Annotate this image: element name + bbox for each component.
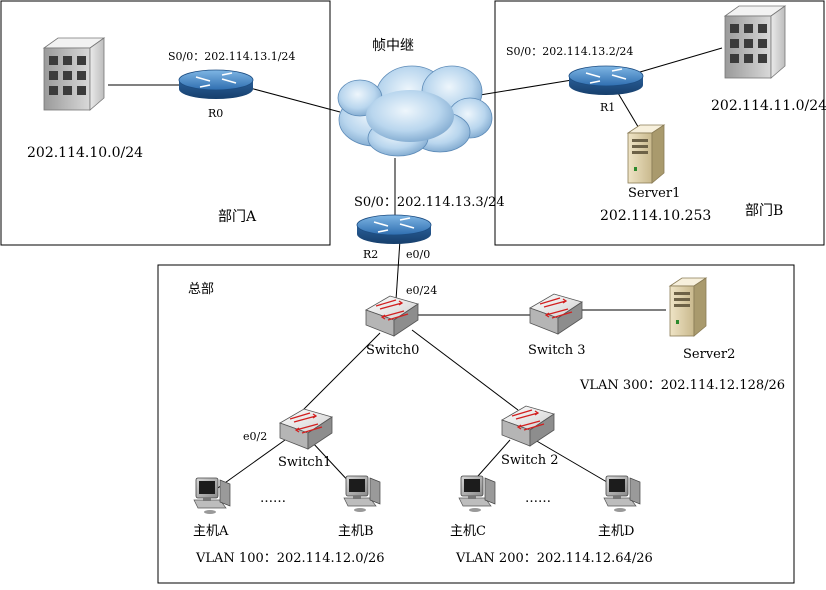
switch1-name-label: Switch1 <box>278 455 331 470</box>
link-switch2-hostd <box>534 439 613 486</box>
router-r2-icon[interactable] <box>356 214 432 245</box>
vlan300-label: VLAN 300：202.114.12.128/26 <box>579 378 785 393</box>
server1-name-label: Server1 <box>628 186 680 201</box>
host-b-label: 主机B <box>338 524 374 539</box>
server1-icon[interactable] <box>627 124 665 184</box>
dept-b-frame <box>494 0 825 246</box>
switch0-port-label: e0/24 <box>406 284 437 297</box>
host-d-label: 主机D <box>598 524 634 539</box>
vlan100-label: VLAN 100：202.114.12.0/26 <box>195 551 385 566</box>
links <box>108 47 723 491</box>
host-c-icon[interactable] <box>458 475 496 513</box>
dept-b-network-label: 202.114.11.0/24 <box>711 98 826 114</box>
switch2-name-label: Switch 2 <box>501 453 558 468</box>
switch1-port-label: e0/2 <box>243 430 267 443</box>
r1-interface-label: S0/0：202.114.13.2/24 <box>506 45 633 58</box>
link-cloud-r1 <box>479 79 573 96</box>
host-a-label: 主机A <box>193 524 229 539</box>
r2-port-label: e0/0 <box>406 248 430 261</box>
switch0-icon[interactable] <box>365 295 419 337</box>
switch3-icon[interactable] <box>529 293 583 335</box>
switch3-name-label: Switch 3 <box>528 343 585 358</box>
hq-frame <box>157 264 795 584</box>
frame-relay-cloud <box>337 65 493 157</box>
switch1-icon[interactable] <box>279 408 333 450</box>
switch0-name-label: Switch0 <box>366 343 419 358</box>
dept-a-frame <box>0 0 331 246</box>
link-r1-server1 <box>614 87 641 131</box>
link-r2-switch0 <box>395 239 401 301</box>
hq-label: 总部 <box>188 282 214 297</box>
link-r1-bldgb <box>639 47 723 73</box>
vlan200-label: VLAN 200：202.114.12.64/26 <box>455 551 653 566</box>
server2-name-label: Server2 <box>683 347 735 362</box>
cloud-label: 帧中继 <box>372 38 414 54</box>
host-d-icon[interactable] <box>603 475 641 513</box>
link-r0-cloud <box>249 87 341 113</box>
r1-name-label: R1 <box>600 101 615 114</box>
r2-interface-label: S0/0：202.114.13.3/24 <box>354 195 505 210</box>
link-switch1-hostb <box>311 441 353 486</box>
router-r0-icon[interactable] <box>178 69 254 100</box>
r2-name-label: R2 <box>363 248 378 261</box>
link-switch0-switch1 <box>302 332 381 411</box>
building-dept-a-icon <box>43 37 105 111</box>
ellipsis-right: …… <box>525 491 551 506</box>
dept-a-network-label: 202.114.10.0/24 <box>27 145 143 161</box>
host-a-icon[interactable] <box>193 477 231 515</box>
r0-name-label: R0 <box>208 107 223 120</box>
link-switch1-hosta <box>214 439 286 491</box>
r0-interface-label: S0/0：202.114.13.1/24 <box>168 50 295 63</box>
building-dept-b-icon <box>724 5 786 79</box>
link-switch0-switch2 <box>411 329 519 411</box>
server2-icon[interactable] <box>669 277 707 337</box>
dept-a-label: 部门A <box>218 209 257 225</box>
host-c-label: 主机C <box>450 524 486 539</box>
server1-ip-label: 202.114.10.253 <box>600 208 711 224</box>
host-b-icon[interactable] <box>343 475 381 513</box>
router-r1-icon[interactable] <box>568 65 644 96</box>
ellipsis-left: …… <box>260 491 286 506</box>
dept-b-label: 部门B <box>745 203 783 219</box>
